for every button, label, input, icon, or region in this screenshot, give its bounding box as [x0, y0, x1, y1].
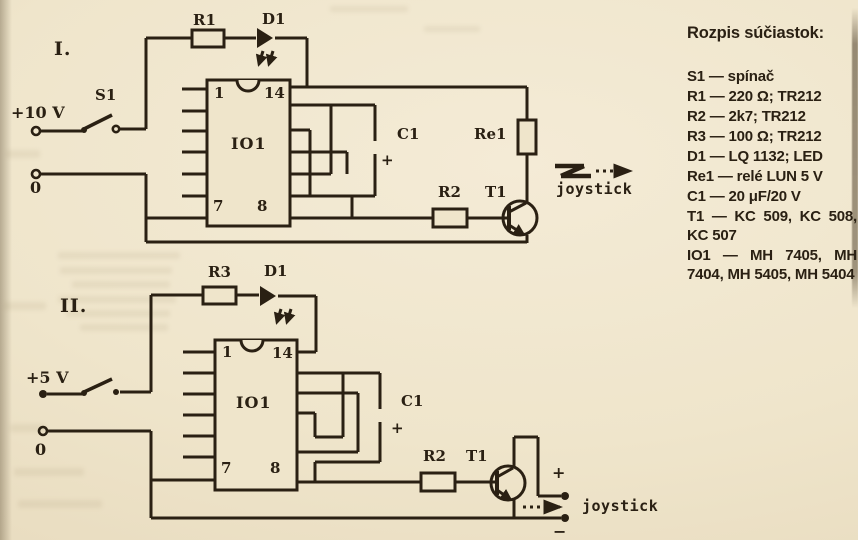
transistor-t1-circuit2: [489, 464, 527, 518]
circuit1-supply-label: +10 V: [11, 103, 65, 122]
ic-left-pins: [183, 350, 215, 459]
pin1-label-circuit2: 1: [222, 343, 233, 361]
pin-lattice-circuit2: [297, 371, 382, 482]
led-d1-circuit2: [260, 286, 296, 325]
resistor-r3-body: [201, 285, 238, 306]
resistor-r2-label-circuit1: R2: [438, 183, 461, 201]
resistor-r3-label: R3: [208, 263, 231, 281]
joystick-label-circuit1: joystick: [556, 180, 633, 198]
page-gutter-shadow: [0, 0, 12, 540]
led-d1-label-circuit2: D1: [264, 262, 288, 280]
resistor-r2-body-circuit2: [419, 471, 457, 493]
parts-list-item: D1 — LQ 1132; LED: [687, 148, 823, 165]
parts-list-item: IO1 — MH 7405, MH 7404, MH 5405, MH 5404: [687, 247, 857, 283]
joystick-arrow-circuit1: [555, 163, 633, 179]
resistor-r1-body: [190, 28, 226, 49]
relay-re1-body: [516, 118, 538, 156]
circuit1-ground-label: 0: [30, 178, 42, 197]
pin7-label-circuit2: 7: [221, 459, 232, 477]
parts-list-item: T1 — KC 509, KC 508, KC 507: [687, 208, 857, 244]
ic-left-pins: [182, 87, 207, 198]
cap-plus-circuit2: +: [391, 419, 404, 437]
ic-io1-circuit2: [213, 338, 299, 492]
parts-list-item: S1 — spínač: [687, 68, 775, 85]
ic-notch: [239, 339, 265, 353]
pin8-label-circuit1: 8: [257, 197, 268, 215]
circuit2-index: II.: [60, 295, 88, 317]
circuit2-supply-label: +5 V: [26, 368, 69, 387]
transistor-t1-circuit1: [501, 199, 539, 243]
switch-circuit2: [81, 377, 119, 396]
page-edge-mark: [852, 8, 858, 308]
joystick-minus-terminal: [561, 514, 569, 522]
transistor-t1-label-circuit1: T1: [485, 183, 507, 201]
circuit-2: [37, 285, 569, 522]
ic-notch: [235, 79, 261, 93]
pin-lattice-circuit1: [290, 103, 377, 218]
parts-list-item: Re1 — relé LUN 5 V: [687, 168, 823, 185]
parts-list-item: R2 — 2k7; TR212: [687, 108, 806, 125]
circuit1-index: I.: [54, 38, 72, 60]
joystick-plus-label: +: [552, 463, 566, 482]
led-d1-circuit1: [255, 28, 278, 67]
circuit2-ground-label: 0: [35, 440, 47, 459]
capacitor-c1-circuit1: [373, 154, 377, 196]
ground-terminal-2: [37, 425, 49, 437]
led-d1-label-circuit1: D1: [262, 10, 286, 28]
switch-s1-label: S1: [95, 86, 117, 104]
capacitor-c1-circuit2: [378, 422, 382, 462]
resistor-r2-body-circuit1: [431, 207, 469, 229]
joystick-label-circuit2: joystick: [582, 497, 659, 515]
parts-list-title: Rozpis súčiastok:: [687, 24, 824, 42]
pin1-label-circuit1: 1: [214, 84, 225, 102]
joystick-plus-terminal: [561, 492, 569, 500]
parts-list-item: C1 — 20 μF/20 V: [687, 188, 801, 205]
switch-s1: [81, 113, 121, 134]
ground-terminal-1: [30, 168, 42, 180]
collector-output-wire: [512, 435, 561, 498]
ic-io1-label-circuit2: IO1: [236, 393, 272, 412]
resistor-r1-label: R1: [193, 11, 216, 29]
pin14-label-circuit1: 14: [264, 84, 285, 102]
pin8-label-circuit2: 8: [270, 459, 281, 477]
relay-re1-label: Re1: [474, 125, 507, 143]
cap-plus-circuit1: +: [381, 151, 394, 169]
cap-c1-label-circuit1: C1: [397, 125, 420, 143]
pin7-label-circuit1: 7: [213, 197, 224, 215]
parts-list: Rozpis súčiastok: S1 — spínač R1 — 220 Ω…: [687, 24, 857, 285]
supply-terminal-1: [30, 125, 42, 137]
resistor-r2-label-circuit2: R2: [423, 447, 446, 465]
ic-io1-label-circuit1: IO1: [231, 134, 267, 153]
parts-list-item: R3 — 100 Ω; TR212: [687, 128, 822, 145]
joystick-minus-label: −: [553, 522, 567, 540]
transistor-t1-label-circuit2: T1: [466, 447, 488, 465]
parts-list-item: R1 — 220 Ω; TR212: [687, 88, 822, 105]
supply-terminal-2: [39, 390, 47, 398]
cap-c1-label-circuit2: C1: [401, 392, 424, 410]
circuit-1: [30, 28, 633, 244]
pin14-label-circuit2: 14: [272, 344, 293, 362]
